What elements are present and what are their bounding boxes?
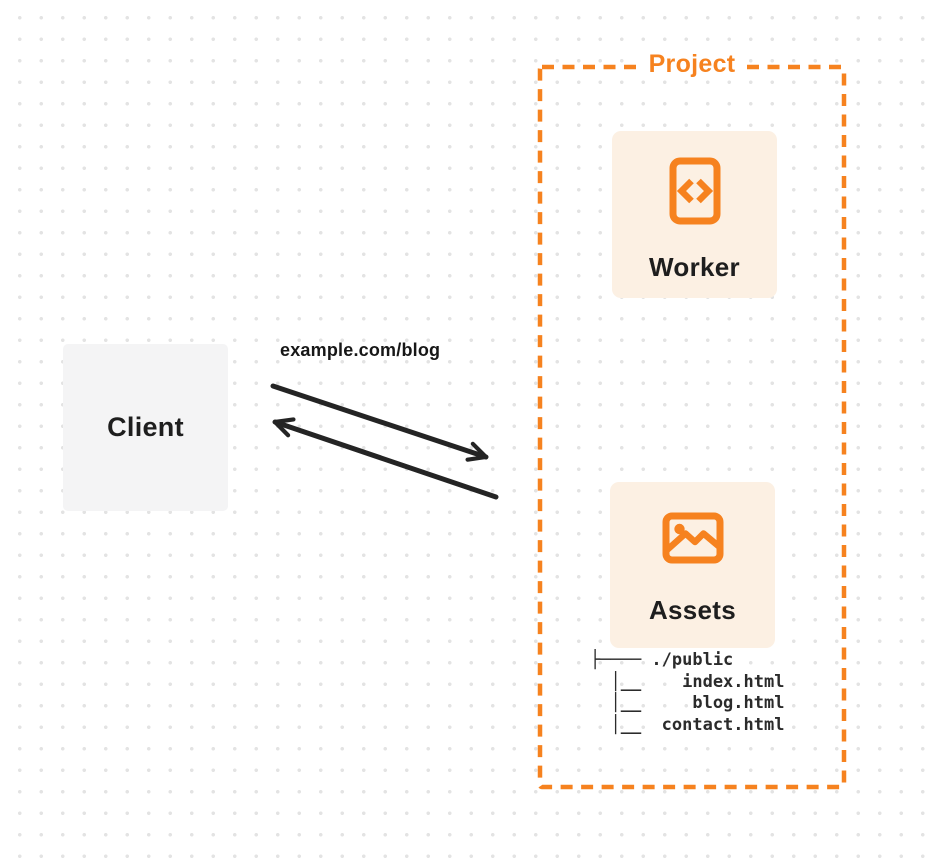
image-icon <box>662 512 723 564</box>
client-node: Client <box>63 344 228 511</box>
project-label: Project <box>639 50 745 79</box>
response-arrow <box>272 417 499 500</box>
worker-node: Worker <box>612 131 777 298</box>
code-file-icon <box>669 157 720 225</box>
assets-file-tree: ├──── ./public │__ index.html │__ blog.h… <box>590 650 785 735</box>
client-label: Client <box>107 412 184 442</box>
request-url-label: example.com/blog <box>280 340 441 360</box>
assets-label: Assets <box>648 595 737 625</box>
assets-node: Assets <box>610 482 775 648</box>
worker-label: Worker <box>649 252 740 282</box>
request-arrow <box>270 383 489 462</box>
